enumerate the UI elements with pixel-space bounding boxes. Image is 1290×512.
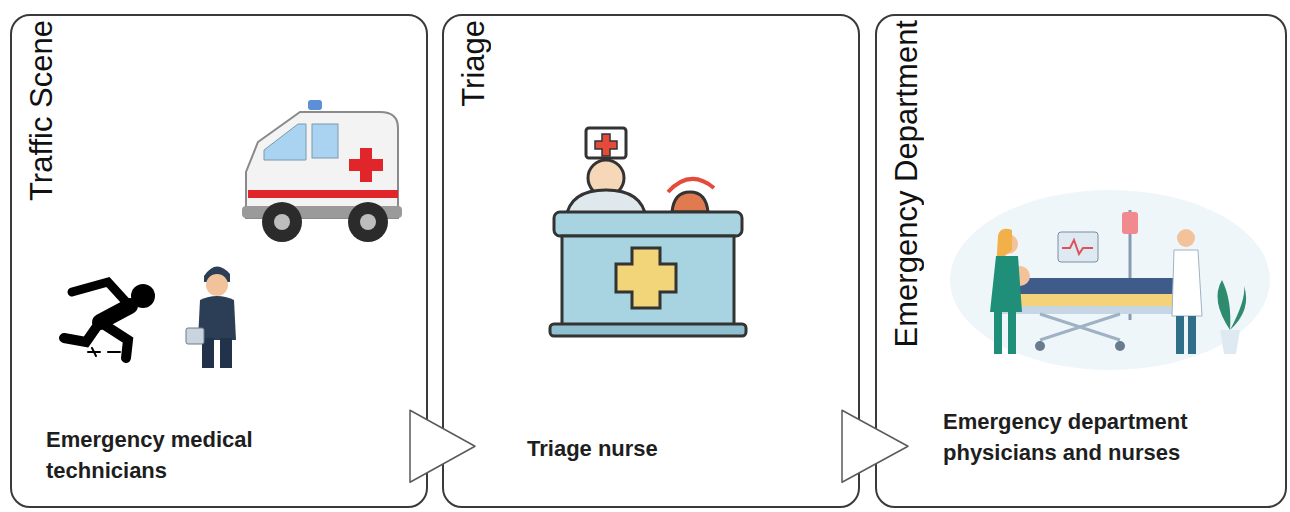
desk-cross <box>616 248 676 308</box>
flow-arrow <box>842 410 908 482</box>
bed-legs <box>1040 314 1120 340</box>
person-torso <box>100 306 130 322</box>
ambulance-wheel <box>262 202 302 242</box>
stage-heading: Triage <box>456 20 492 107</box>
iv-bag <box>1122 212 1138 234</box>
arrow-head <box>842 410 908 482</box>
arrow-head <box>410 410 475 482</box>
triage-desk-icon <box>550 128 746 336</box>
desk-top <box>554 212 742 236</box>
nurse-leg <box>1008 312 1016 354</box>
nurse-leg <box>994 312 1002 354</box>
bed-wheel <box>1115 341 1125 351</box>
nurse-hair <box>996 229 1012 270</box>
wheel-hub <box>360 214 376 230</box>
falling-person-icon <box>64 282 155 358</box>
ambulance-cross <box>360 148 372 182</box>
ambulance-body <box>246 112 398 218</box>
monitor <box>1058 232 1098 262</box>
patient-head <box>1010 266 1030 286</box>
plant-pot <box>1220 330 1240 354</box>
cap-cross <box>595 134 617 156</box>
bed-frame <box>1000 306 1190 314</box>
slip-mark <box>88 348 120 356</box>
nurse-cap <box>586 128 626 158</box>
mattress <box>1000 294 1190 306</box>
ambulance-window <box>312 124 338 158</box>
desk-bell <box>672 192 708 212</box>
person-arm <box>72 282 128 304</box>
nurse-head <box>588 160 624 196</box>
wheel-hub <box>274 214 290 230</box>
nurse-body <box>566 190 646 218</box>
stage-heading: Emergency Department <box>889 20 925 347</box>
nurse-head <box>998 234 1018 254</box>
role-label: Emergency department physicians and nurs… <box>943 406 1273 468</box>
desk-front <box>562 236 734 326</box>
ambulance-stripe <box>248 190 398 198</box>
desk-base <box>550 324 746 336</box>
emt-head <box>206 274 228 296</box>
emt-icon <box>186 266 236 368</box>
ambulance-cross <box>349 159 383 171</box>
bell-wave <box>668 179 714 192</box>
flow-arrow <box>410 410 475 482</box>
patient-blanket <box>1010 278 1180 294</box>
stage-box: TriageTriage nurse <box>442 14 860 508</box>
emt-body <box>198 296 236 340</box>
doctor-leg <box>1188 316 1196 354</box>
ambulance-bumper <box>242 206 402 218</box>
emergency-room-icon <box>950 190 1270 370</box>
ambulance-wheel <box>348 202 388 242</box>
role-label: Emergency medical technicians <box>46 424 316 486</box>
background-blob <box>950 190 1270 370</box>
nurse-body <box>990 256 1022 312</box>
heart-trace <box>1062 240 1093 254</box>
emt-hair <box>204 266 230 282</box>
iv-pole <box>1129 210 1132 320</box>
siren-light <box>308 100 322 110</box>
stage-heading: Traffic Scene <box>24 20 60 201</box>
stage-box: Emergency DepartmentEmergency department… <box>875 14 1287 508</box>
ambulance-windshield <box>264 124 306 160</box>
stage-box: Traffic SceneEmergency medical technicia… <box>10 14 428 508</box>
role-label: Triage nurse <box>527 433 787 464</box>
person-leg <box>100 322 128 358</box>
doctor-coat <box>1172 250 1202 316</box>
plant-leaves <box>1218 280 1247 330</box>
person-leg <box>64 322 100 342</box>
doctor-head <box>1177 229 1195 247</box>
emt-leg <box>220 338 232 368</box>
emt-leg <box>202 338 214 368</box>
ambulance-icon <box>242 100 402 242</box>
person-head <box>131 284 155 308</box>
medical-bag <box>186 328 204 344</box>
doctor-leg <box>1176 316 1184 354</box>
bed-wheel <box>1035 341 1045 351</box>
